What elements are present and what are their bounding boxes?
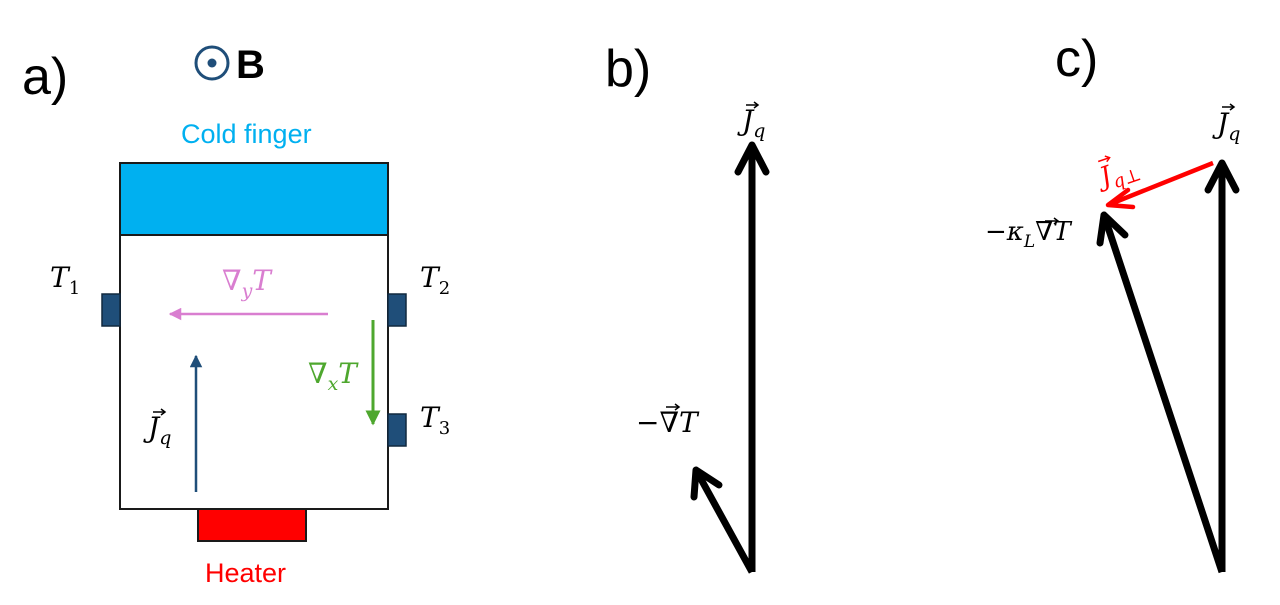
panel-c: c) Jq −κL∇T bbox=[985, 30, 1240, 574]
thermometer-label-t3: T3 bbox=[420, 401, 450, 439]
svg-text:−∇T: −∇T bbox=[636, 406, 700, 439]
thermometer-pad-t3 bbox=[387, 413, 407, 447]
heat-current-label-a: Jq bbox=[143, 408, 171, 449]
perp-current-label: Jq⊥ bbox=[1091, 152, 1144, 198]
panel-b-label: b) bbox=[605, 40, 651, 98]
heat-current-label-b: Jq bbox=[737, 101, 765, 142]
lattice-gradient-label: −κL∇T bbox=[985, 217, 1072, 252]
heat-current-arrow-b bbox=[734, 141, 770, 572]
panel-c-label: c) bbox=[1055, 30, 1098, 88]
thermometer-pad-t1 bbox=[101, 293, 121, 327]
perp-current-arrow bbox=[1105, 160, 1214, 210]
svg-text:Jq: Jq bbox=[737, 104, 765, 142]
neg-gradient-arrow-b bbox=[690, 466, 756, 574]
neg-gradient-label-b: −∇T bbox=[636, 403, 700, 439]
heat-current-arrow-c bbox=[1204, 159, 1240, 572]
svg-text:Jq: Jq bbox=[143, 411, 171, 449]
panel-a: a) B Cold finger Heater T1 T2 T3 bbox=[22, 43, 450, 588]
cold-finger-block bbox=[119, 162, 389, 236]
svg-text:Jq⊥: Jq⊥ bbox=[1091, 152, 1144, 198]
cold-finger-label: Cold finger bbox=[181, 119, 312, 149]
field-out-of-page-icon bbox=[194, 45, 230, 81]
field-label: B bbox=[236, 43, 265, 87]
thermometer-label-t2: T2 bbox=[420, 261, 450, 299]
svg-text:Jq: Jq bbox=[1212, 107, 1240, 145]
lattice-gradient-arrow bbox=[1096, 211, 1226, 574]
thermometer-label-t1: T1 bbox=[50, 261, 80, 299]
heat-current-label-c: Jq bbox=[1212, 103, 1240, 145]
transverse-gradient-label: ∇yT bbox=[222, 264, 273, 302]
sample-body bbox=[119, 234, 389, 510]
heater-label: Heater bbox=[205, 558, 286, 588]
thermometer-pad-t2 bbox=[387, 293, 407, 327]
heater-block bbox=[197, 508, 307, 542]
longitudinal-gradient-label: ∇xT bbox=[308, 357, 359, 395]
panel-b: b) Jq −∇T bbox=[605, 40, 770, 574]
svg-text:−κL∇T: −κL∇T bbox=[985, 217, 1072, 252]
panel-a-label: a) bbox=[22, 48, 68, 106]
